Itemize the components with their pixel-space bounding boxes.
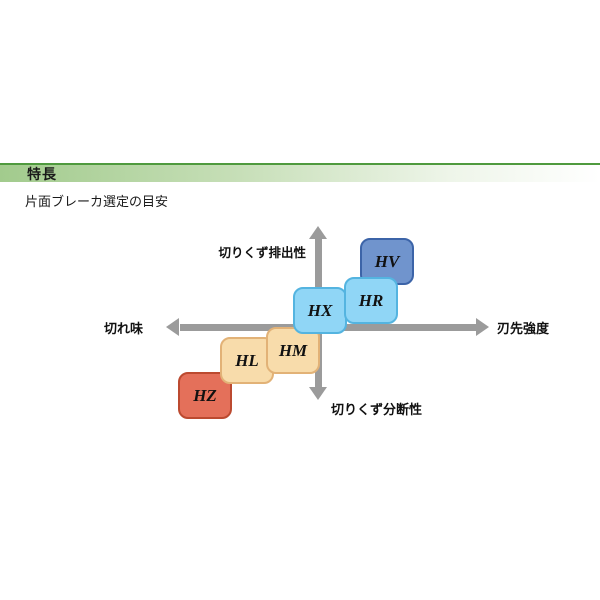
section-title: 特長 — [27, 165, 57, 182]
arrow-down-icon — [309, 387, 327, 400]
axis-label-sharpness: 切れ味 — [104, 321, 144, 336]
arrow-up-icon — [309, 226, 327, 239]
axis-label-edge-strength: 刃先強度 — [497, 321, 550, 336]
section-header-bar: 特長 — [0, 163, 600, 182]
grade-badge-label: HX — [307, 300, 333, 320]
grade-badge-label: HZ — [193, 385, 217, 405]
grade-badge-hr: HR — [344, 277, 398, 324]
grade-badge-label: HR — [358, 290, 384, 310]
arrow-right-icon — [476, 318, 489, 336]
grade-badge-label: HM — [278, 340, 308, 360]
diagram-caption: 片面ブレーカ選定の目安 — [25, 194, 169, 209]
grade-badge-hx: HX — [293, 287, 347, 334]
axis-label-chip-evacuation: 切りくず排出性 — [218, 246, 306, 260]
arrow-left-icon — [166, 318, 179, 336]
axis-label-chip-breaking: 切りくず分断性 — [331, 402, 423, 417]
grade-badge-hm: HM — [266, 327, 320, 374]
grade-badge-hz: HZ — [178, 372, 232, 419]
grade-badge-label: HL — [235, 350, 259, 370]
grade-badge-label: HV — [374, 251, 400, 271]
